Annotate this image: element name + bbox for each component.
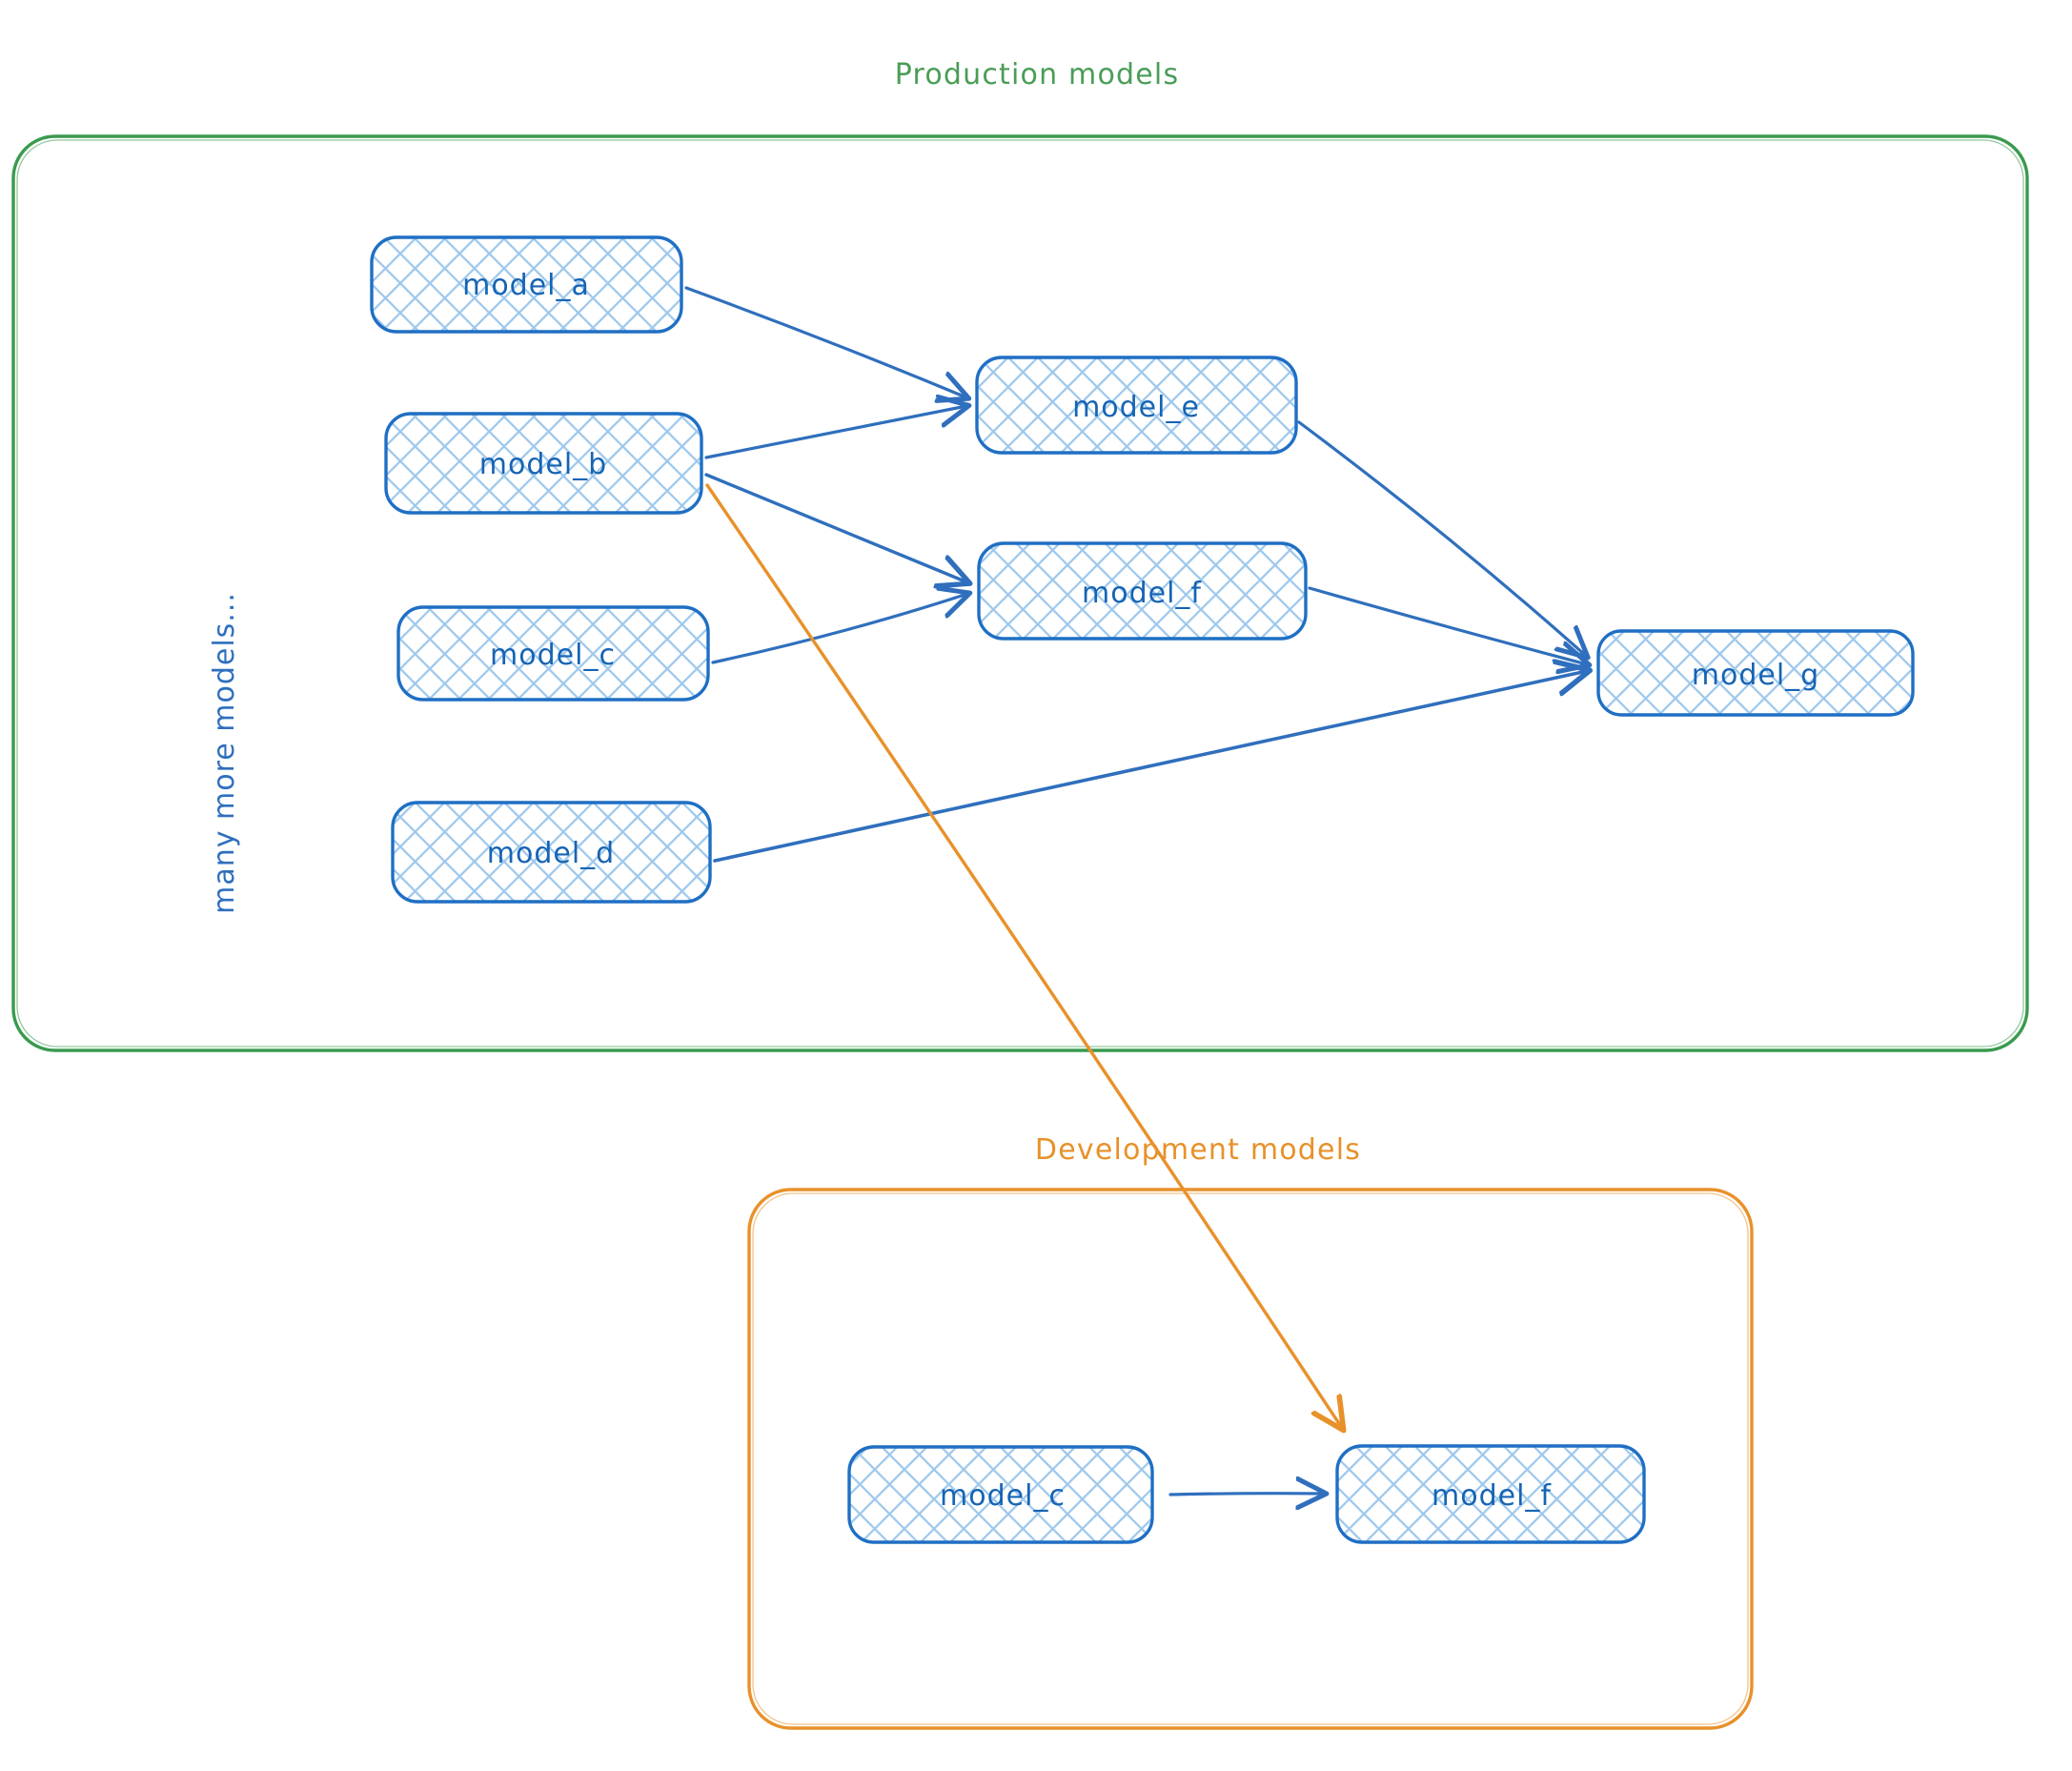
development-group-border-sketch	[752, 1192, 1749, 1725]
node-dev-model-f-label: model_f	[1432, 1479, 1552, 1513]
production-group-label: Production models	[895, 58, 1180, 92]
node-prod-model-d-label: model_d	[487, 837, 615, 870]
node-prod-model-g-box[interactable]	[1596, 629, 1915, 717]
node-dev-model-f[interactable]: model_f	[1335, 1444, 1646, 1544]
edge-model-d-to-model-g[interactable]	[713, 671, 1587, 863]
group-container-production	[11, 134, 2029, 1052]
edge-model-a-to-model-e[interactable]	[684, 286, 966, 397]
node-prod-model-g[interactable]: model_g	[1596, 629, 1915, 717]
node-prod-model-c[interactable]: model_c	[396, 605, 710, 702]
edges-layer	[684, 286, 1587, 1495]
node-prod-model-f-label: model_f	[1082, 577, 1202, 610]
node-prod-model-f[interactable]: model_f	[977, 541, 1308, 641]
node-prod-model-a-label: model_a	[462, 269, 590, 302]
node-dev-model-f-box[interactable]	[1335, 1444, 1646, 1544]
group-container-development	[747, 1188, 1754, 1730]
node-prod-model-b-box[interactable]	[384, 412, 703, 515]
node-prod-model-e-label: model_e	[1072, 391, 1200, 424]
node-prod-model-b-label: model_b	[479, 448, 607, 481]
node-prod-model-e[interactable]: model_e	[975, 356, 1298, 455]
node-prod-model-f-box[interactable]	[977, 541, 1308, 641]
node-prod-model-e-box[interactable]	[975, 356, 1298, 455]
production-group-border-sketch	[16, 139, 2024, 1048]
node-prod-model-c-label: model_c	[490, 639, 616, 672]
edge-model-b-to-model-e[interactable]	[704, 406, 966, 459]
node-dev-model-c[interactable]: model_c	[847, 1445, 1154, 1544]
edge-model-e-to-model-g[interactable]	[1297, 420, 1586, 656]
node-prod-model-c-box[interactable]	[396, 605, 710, 702]
node-prod-model-d[interactable]: model_d	[391, 801, 712, 904]
edge-model-b-to-model-f[interactable]	[704, 473, 967, 582]
node-prod-model-a[interactable]: model_a	[370, 235, 683, 334]
edge-model-c-to-model-f[interactable]	[711, 594, 967, 664]
node-dev-model-c-label: model_c	[940, 1479, 1066, 1513]
node-prod-model-a-box[interactable]	[370, 235, 683, 334]
edge-model-f-to-model-g[interactable]	[1308, 586, 1587, 664]
development-group-border	[747, 1188, 1754, 1730]
edge-dev-model-c-to-dev-model-f[interactable]	[1168, 1494, 1324, 1495]
node-prod-model-b[interactable]: model_b	[384, 412, 703, 515]
many-more-models-note: many more models...	[208, 592, 241, 914]
node-prod-model-d-box[interactable]	[391, 801, 712, 904]
production-group-border	[11, 134, 2029, 1052]
node-dev-model-c-box[interactable]	[847, 1445, 1154, 1544]
edge-prod-model-b-to-dev-model-f[interactable]	[705, 483, 1342, 1428]
node-prod-model-g-label: model_g	[1692, 659, 1819, 692]
development-group-label: Development models	[1035, 1133, 1361, 1167]
